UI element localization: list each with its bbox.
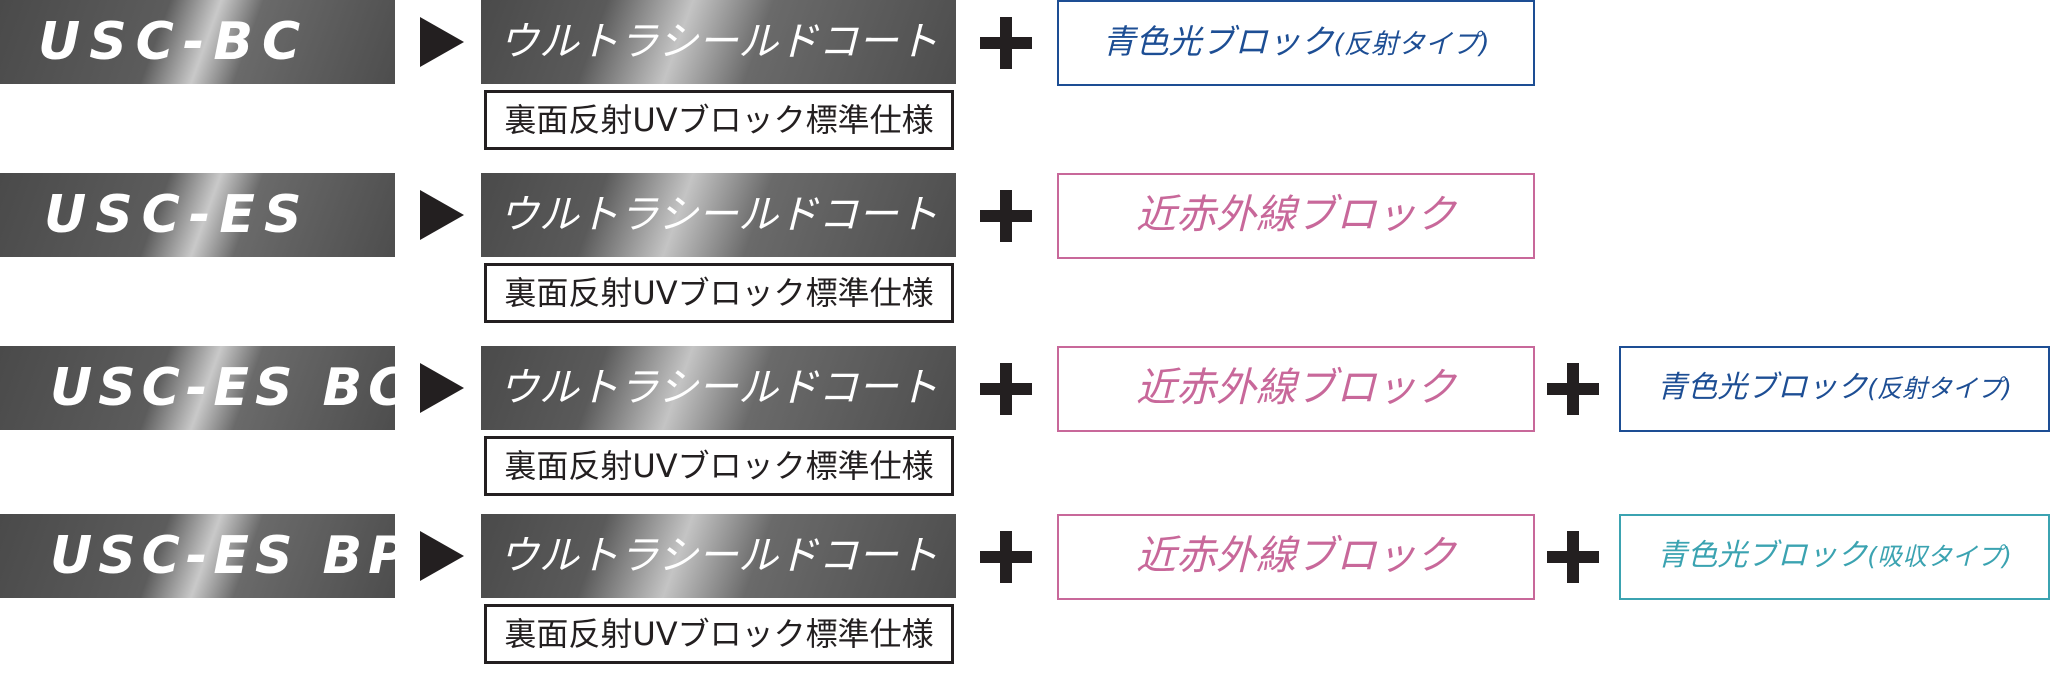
model-label: USC-ES [0,173,395,257]
model-label: USC-BC [0,0,395,84]
addon-box-near-infrared: 近赤外線ブロック [1057,173,1535,259]
plus-icon [980,17,1032,69]
spec-label: 裏面反射UVブロック標準仕様 [484,90,954,150]
addon-box-blue-light-absorb: 青色光ブロック(吸収タイプ) [1619,514,2050,600]
addon-note: (吸収タイプ) [1867,542,2012,571]
plus-icon [980,363,1032,415]
spec-label: 裏面反射UVブロック標準仕様 [484,263,954,323]
spec-label: 裏面反射UVブロック標準仕様 [484,604,954,664]
addon-text: 近赤外線ブロック [1136,365,1456,411]
coating-label: ウルトラシールドコート [481,0,956,84]
triangle-right-icon [420,531,464,581]
spec-label: 裏面反射UVブロック標準仕様 [484,436,954,496]
product-row-usc-es: USC-ES ウルトラシールドコート 裏面反射UVブロック標準仕様 近赤外線ブロ… [0,173,2052,343]
addon-box-near-infrared: 近赤外線ブロック [1057,514,1535,600]
addon-box-blue-light: 青色光ブロック(反射タイプ) [1057,0,1535,86]
addon-box-blue-light: 青色光ブロック(反射タイプ) [1619,346,2050,432]
addon-text: 青色光ブロック [1657,370,1868,405]
product-row-usc-bc: USC-BC ウルトラシールドコート 裏面反射UVブロック標準仕様 青色光ブロッ… [0,0,2052,170]
addon-box-near-infrared: 近赤外線ブロック [1057,346,1535,432]
plus-icon [1547,363,1599,415]
addon-text: 青色光ブロック [1102,22,1334,61]
coating-label: ウルトラシールドコート [481,514,956,598]
product-row-usc-es-bc: USC-ES BC ウルトラシールドコート 裏面反射UVブロック標準仕様 近赤外… [0,346,2052,516]
triangle-right-icon [420,17,464,67]
model-label: USC-ES BP [0,514,406,598]
plus-icon [1547,531,1599,583]
product-row-usc-es-bp: USC-ES BP ウルトラシールドコート 裏面反射UVブロック標準仕様 近赤外… [0,514,2052,684]
addon-text: 近赤外線ブロック [1136,192,1456,238]
plus-icon [980,190,1032,242]
coating-label: ウルトラシールドコート [481,346,956,430]
plus-icon [980,531,1032,583]
addon-text: 青色光ブロック [1657,538,1868,573]
addon-note: (反射タイプ) [1333,29,1490,60]
addon-text: 近赤外線ブロック [1136,533,1456,579]
triangle-right-icon [420,190,464,240]
coating-label: ウルトラシールドコート [481,173,956,257]
triangle-right-icon [420,363,464,413]
model-label: USC-ES BC [0,346,406,430]
addon-note: (反射タイプ) [1867,374,2012,403]
